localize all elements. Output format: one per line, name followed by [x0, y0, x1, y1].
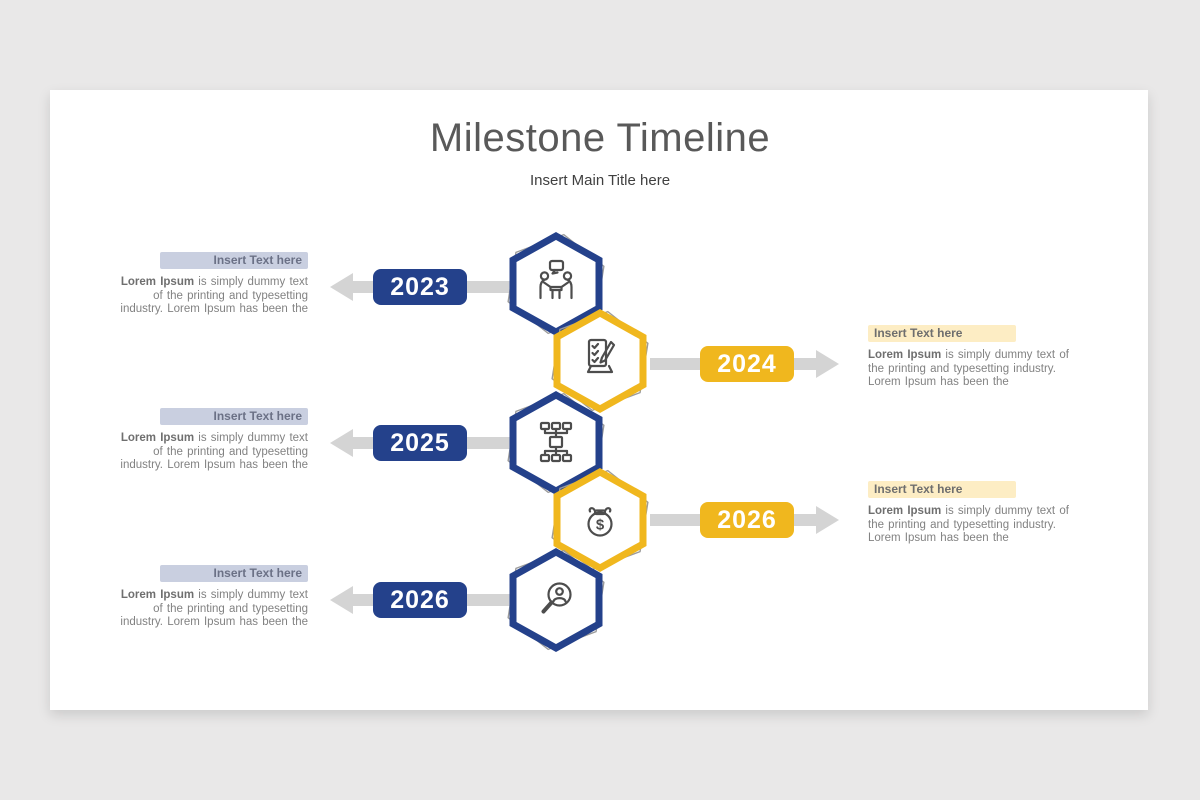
lorem-body-text: Lorem Ipsum is simply dummy text of the … — [120, 589, 308, 628]
search-person-icon — [541, 582, 572, 614]
meeting-icon — [539, 259, 573, 300]
lorem-body-text: Lorem Ipsum is simply dummy text of the … — [120, 432, 308, 471]
text-block-2: Insert Text here Lorem Ipsum is simply d… — [868, 324, 1080, 390]
arrow-left — [330, 273, 353, 301]
hexagon-milestone-2 — [551, 308, 649, 414]
insert-text-placeholder: Insert Text here — [160, 252, 308, 269]
insert-text-placeholder: Insert Text here — [160, 565, 308, 582]
checklist-pencil-icon — [586, 338, 616, 374]
lorem-body-text: Lorem Ipsum is simply dummy text of the … — [868, 349, 1069, 388]
money-bag-icon: $ — [587, 507, 613, 537]
insert-text-placeholder: Insert Text here — [868, 481, 1016, 498]
text-block-5: Insert Text here Lorem Ipsum is simply d… — [118, 564, 308, 630]
org-chart-icon — [539, 421, 573, 463]
hexagon-milestone-1 — [507, 231, 605, 337]
hexagon-milestone-5 — [507, 547, 605, 653]
svg-text:$: $ — [596, 517, 605, 534]
text-block-4: Insert Text here Lorem Ipsum is simply d… — [868, 480, 1080, 546]
year-badge-2026-right: 2026 — [700, 502, 794, 538]
page-title: Milestone Timeline — [429, 116, 771, 160]
arrow-right — [816, 350, 839, 378]
lorem-body-text: Lorem Ipsum is simply dummy text of the … — [120, 276, 308, 315]
year-badge-2026-left: 2026 — [373, 582, 467, 618]
page-subtitle: Insert Main Title here — [529, 172, 671, 189]
arrow-left — [330, 586, 353, 614]
year-badge-2023: 2023 — [373, 269, 467, 305]
lorem-body-text: Lorem Ipsum is simply dummy text of the … — [868, 505, 1069, 544]
arrow-right — [816, 506, 839, 534]
year-badge-2024: 2024 — [700, 346, 794, 382]
insert-text-placeholder: Insert Text here — [868, 325, 1016, 342]
text-block-3: Insert Text here Lorem Ipsum is simply d… — [118, 407, 308, 473]
hexagon-ghost-outline — [507, 233, 605, 335]
hexagon-ghost-outline — [507, 549, 605, 651]
insert-text-placeholder: Insert Text here — [160, 408, 308, 425]
hexagon-ghost-outline — [551, 310, 649, 412]
hexagon-milestone-3 — [507, 390, 605, 496]
hexagon-ghost-outline — [507, 392, 605, 494]
arrow-left — [330, 429, 353, 457]
year-badge-2025: 2025 — [373, 425, 467, 461]
text-block-1: Insert Text here Lorem Ipsum is simply d… — [118, 251, 308, 317]
